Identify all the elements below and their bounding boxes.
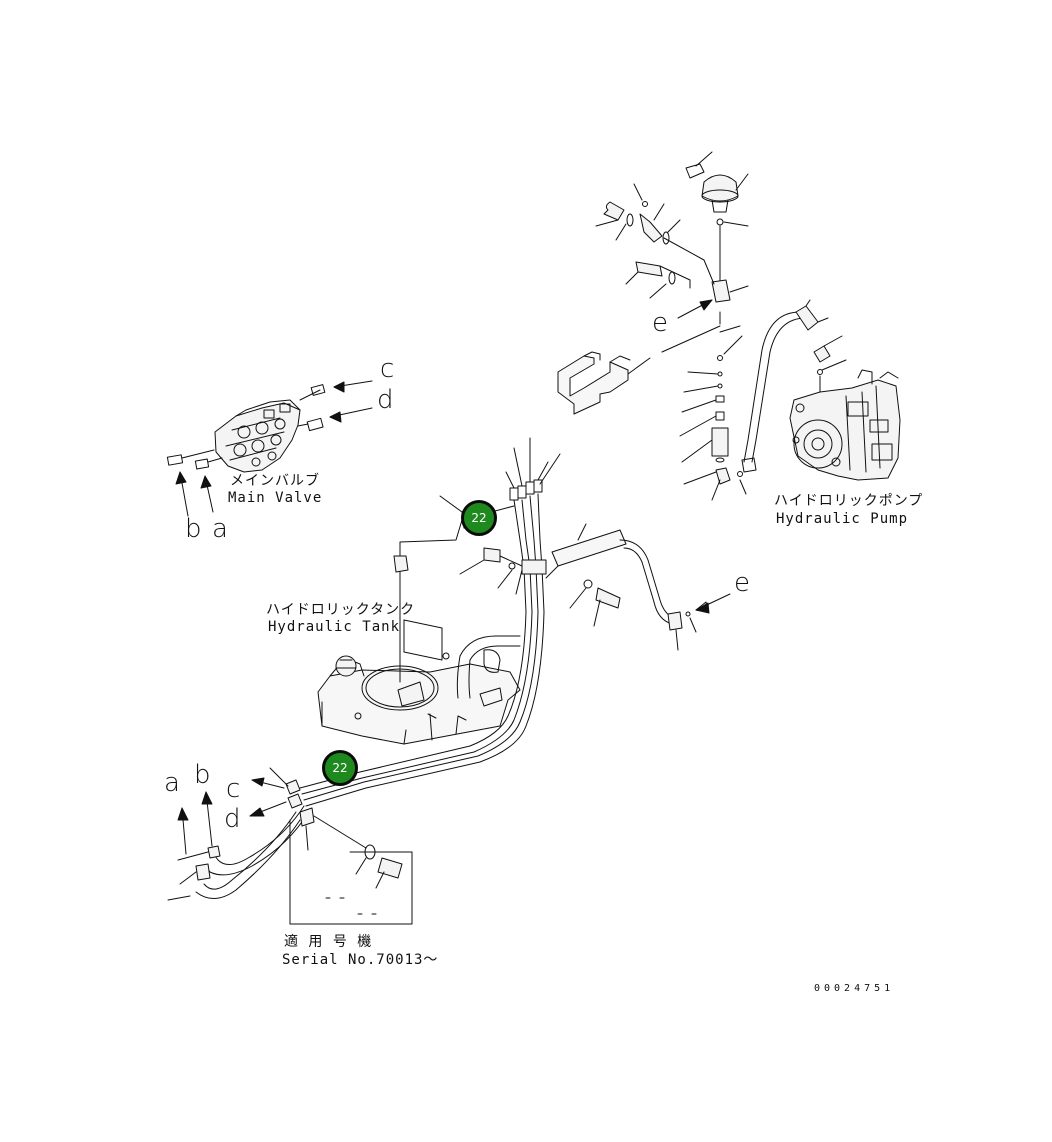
pump-hose <box>737 299 829 495</box>
hydraulic-tank-label-en: Hydraulic Tank <box>268 619 401 635</box>
serial-label-en: Serial No.70013～ <box>282 952 439 968</box>
hydraulic-pump-label-en: Hydraulic Pump <box>776 511 909 527</box>
callout-22-lower[interactable]: 22 <box>322 750 358 786</box>
hydraulic-pump-drawing <box>789 335 901 481</box>
lower-hoses-drawing <box>167 767 413 925</box>
callout-22-upper[interactable]: 22 <box>461 500 497 536</box>
letter-a-main-valve: a <box>212 514 228 544</box>
letter-c-lower: c <box>226 774 241 804</box>
letter-d-lower: d <box>224 804 241 834</box>
letter-c-main-valve: c <box>380 354 395 384</box>
letter-e-top: e <box>652 308 668 338</box>
letter-b-lower: b <box>194 760 211 790</box>
hydraulic-tank-label-jp: ハイドロリックタンク <box>266 602 416 618</box>
accumulator-block-drawing <box>595 151 749 501</box>
letter-e-right: e <box>734 568 750 598</box>
main-valve-label-jp: メインバルブ <box>230 473 320 489</box>
bracket-drawing <box>557 351 651 415</box>
letter-d-main-valve: d <box>377 385 394 415</box>
drawing-number: 00024751 <box>814 983 895 994</box>
hydraulic-tank-drawing <box>317 619 521 745</box>
letter-a-lower: a <box>164 768 180 798</box>
letter-b-main-valve: b <box>185 514 202 544</box>
hydraulic-pump-label-jp: ハイドロリックポンプ <box>774 493 924 509</box>
main-valve-drawing <box>166 384 326 473</box>
main-valve-label-en: Main Valve <box>228 490 323 506</box>
serial-label-jp: 適 用 号 機 <box>284 934 373 950</box>
hose-bundle <box>299 437 561 807</box>
right-pipe-drawing <box>545 523 731 651</box>
